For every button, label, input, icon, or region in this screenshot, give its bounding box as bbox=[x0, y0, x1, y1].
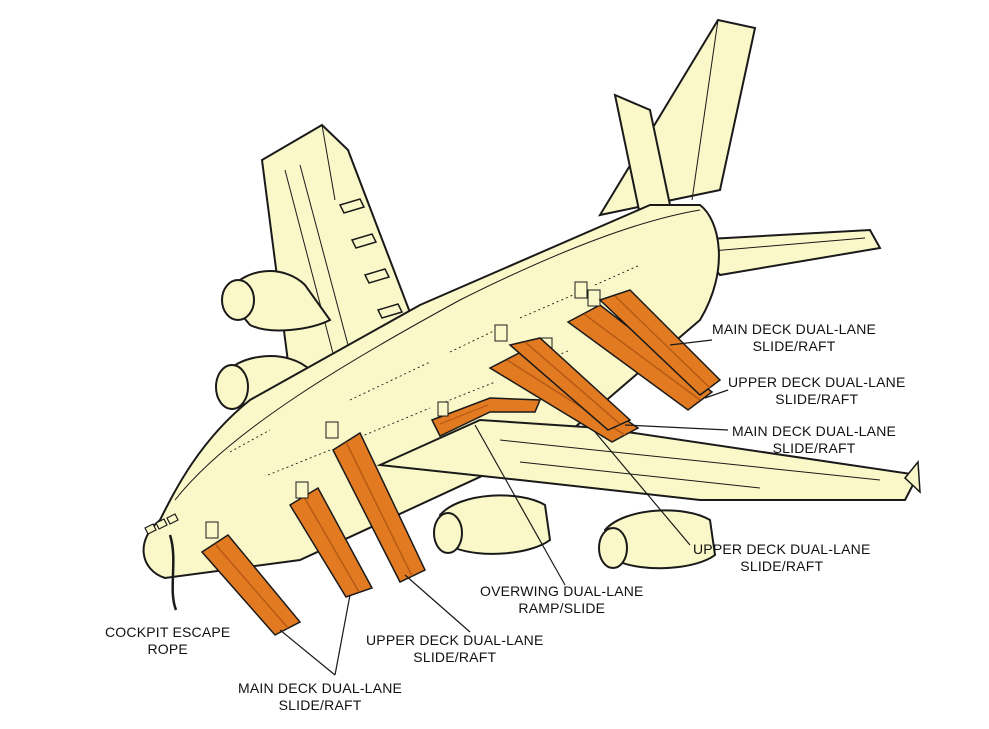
slide-overwing-ramp bbox=[430, 397, 542, 437]
main-deck-windows bbox=[267, 349, 571, 476]
winglet bbox=[903, 460, 921, 494]
slide-main-deck-rear bbox=[566, 289, 714, 411]
leader-overwing bbox=[474, 424, 566, 586]
leader-upper-deck-2 bbox=[594, 431, 691, 546]
upper-deck-windows bbox=[229, 264, 641, 453]
slide-main-deck-second bbox=[288, 481, 374, 598]
left-wing-flap-fairings bbox=[338, 198, 404, 319]
right-wing-detail-line bbox=[499, 439, 881, 489]
slide-upper-deck-mid bbox=[494, 324, 632, 431]
leader-main-deck-1 bbox=[669, 339, 713, 346]
slide-upper-deck-rear bbox=[574, 281, 722, 396]
tail-group bbox=[597, 18, 882, 277]
left-outer-engine bbox=[221, 270, 332, 332]
cockpit-windows bbox=[144, 513, 179, 535]
fuselage-crown-line bbox=[174, 209, 701, 501]
leader-main-deck-3a bbox=[279, 629, 336, 676]
slide-upper-deck-front bbox=[325, 421, 426, 583]
cockpit-escape-rope bbox=[168, 534, 178, 611]
stabilizer-detail-line bbox=[699, 237, 866, 253]
right-outer-engine bbox=[598, 509, 717, 570]
leader-lines bbox=[279, 339, 729, 676]
leader-main-deck-2 bbox=[624, 424, 729, 431]
slide-main-deck-front bbox=[200, 521, 302, 636]
right-wing bbox=[376, 418, 920, 501]
rudder-line bbox=[691, 19, 719, 201]
right-wing-group bbox=[376, 418, 921, 570]
leader-upper-deck-3 bbox=[404, 574, 471, 633]
right-inner-engine bbox=[433, 494, 552, 555]
leader-upper-deck-1 bbox=[704, 389, 729, 399]
leader-main-deck-3b bbox=[334, 594, 351, 676]
